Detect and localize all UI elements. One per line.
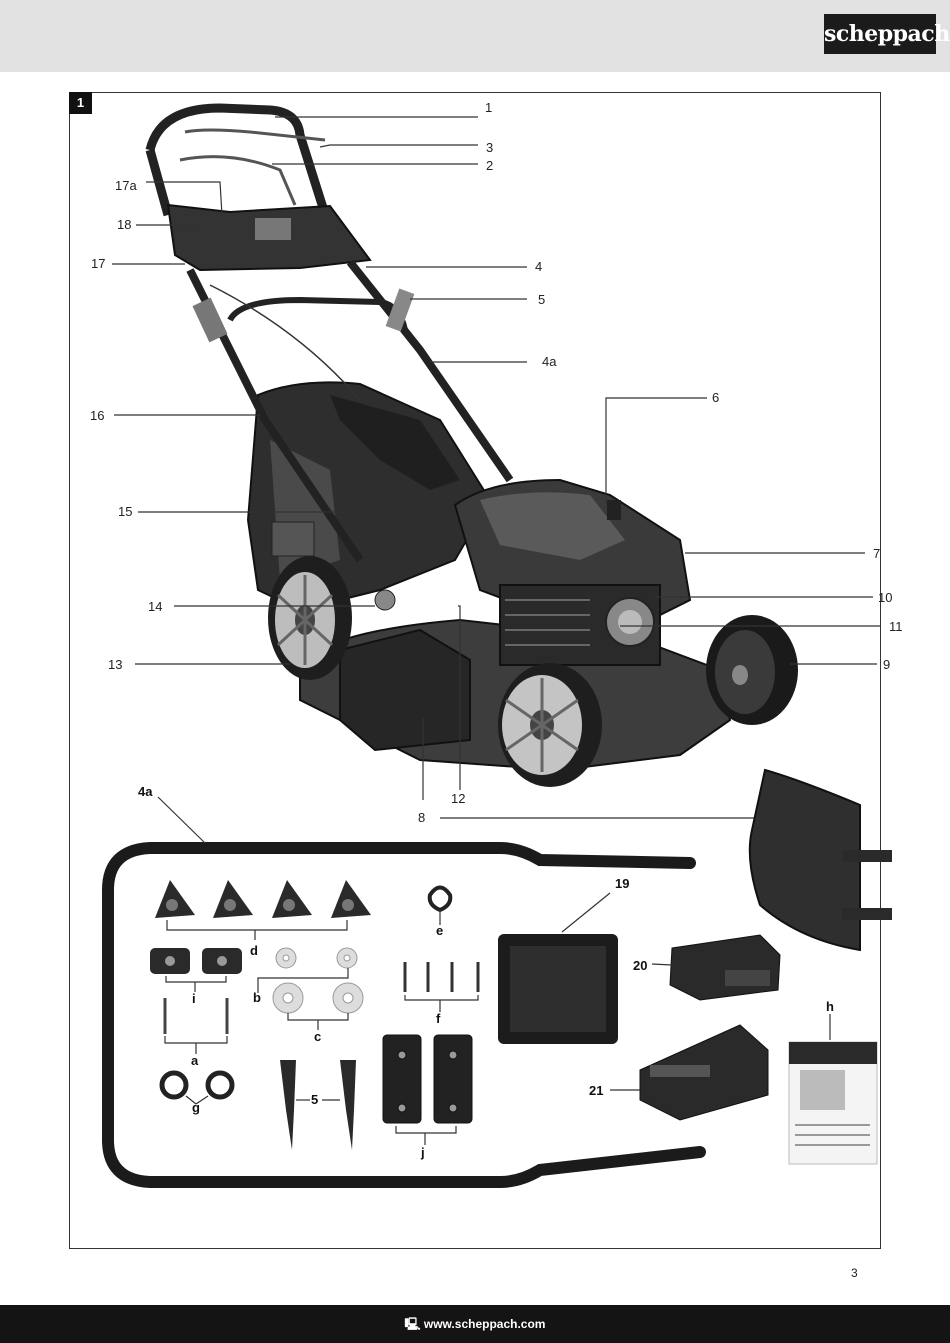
part-label-d: d (250, 943, 258, 958)
rear-flap-part (748, 768, 892, 952)
lower-handle-right (346, 259, 514, 483)
lower-handle-part (102, 842, 706, 1188)
clip-e (427, 885, 453, 913)
blade-paddles-d (155, 880, 371, 918)
callout-4: 4 (535, 259, 543, 274)
lawn-mower-illustration (145, 103, 798, 787)
manual-h (788, 1041, 878, 1165)
callout-13: 13 (108, 657, 123, 672)
callout-7: 7 (873, 546, 881, 561)
bolts-a (163, 998, 229, 1034)
callout-14: 14 (148, 599, 163, 614)
hook-parts-5 (280, 1060, 356, 1150)
part-label-a: a (191, 1053, 199, 1068)
callout-16: 16 (90, 408, 105, 423)
callout-17: 17 (91, 256, 106, 271)
callout-2: 2 (486, 158, 494, 173)
callout-5: 5 (538, 292, 546, 307)
part-label-i: i (192, 991, 196, 1006)
rear-wheel (268, 556, 352, 680)
callout-8: 8 (418, 810, 426, 825)
website-link[interactable]: www.scheppach.com (423, 1317, 546, 1331)
part-label-4a: 4a (138, 784, 153, 799)
callout-10: 10 (878, 590, 893, 605)
air-filter-19 (498, 934, 618, 1044)
part-label-5: 5 (311, 1092, 319, 1107)
monitor-icon: 🖳 (404, 1317, 421, 1331)
front-wheel-left (498, 663, 602, 787)
callout-17a: 17a (115, 178, 137, 193)
charger-21 (639, 1024, 769, 1121)
part-label-b: b (253, 990, 261, 1005)
part-label-g: g (192, 1100, 200, 1115)
callout-1: 1 (485, 100, 493, 115)
callout-9: 9 (883, 657, 891, 672)
part-label-f: f (436, 1011, 441, 1026)
part-label-j: j (421, 1145, 425, 1160)
rear-flap (339, 628, 471, 752)
battery-20 (669, 934, 781, 1001)
callout-6: 6 (712, 390, 720, 405)
part-label-c: c (314, 1029, 322, 1044)
footer-bar (0, 1305, 950, 1343)
part-label-e: e (436, 923, 444, 938)
callout-12: 12 (451, 791, 466, 806)
callout-leaders (112, 116, 880, 819)
brackets-j (382, 1034, 473, 1124)
callout-3: 3 (486, 140, 494, 155)
callout-15: 15 (118, 504, 133, 519)
header-bar (0, 0, 950, 72)
page-number: 3 (851, 1266, 858, 1280)
brand-logo: scheppach (824, 14, 950, 54)
callout-11: 11 (889, 619, 903, 634)
callout-18: 18 (117, 217, 132, 232)
clamps-g (159, 1070, 235, 1100)
nuts-i (150, 948, 242, 974)
website-footer[interactable]: 🖳 www.scheppach.com (0, 1305, 950, 1343)
figure-frame (69, 92, 881, 1249)
washers-b (275, 947, 358, 969)
screws-f (403, 962, 480, 992)
figure-number: 1 (69, 92, 92, 114)
part-label-21: 21 (589, 1083, 604, 1098)
part-label-h: h (826, 999, 834, 1014)
washers-c (272, 982, 364, 1014)
callout-4a: 4a (542, 354, 557, 369)
part-label-20: 20 (633, 958, 648, 973)
front-wheel-right (706, 615, 798, 725)
part-label-19: 19 (615, 876, 630, 891)
upper-handle (145, 103, 335, 232)
